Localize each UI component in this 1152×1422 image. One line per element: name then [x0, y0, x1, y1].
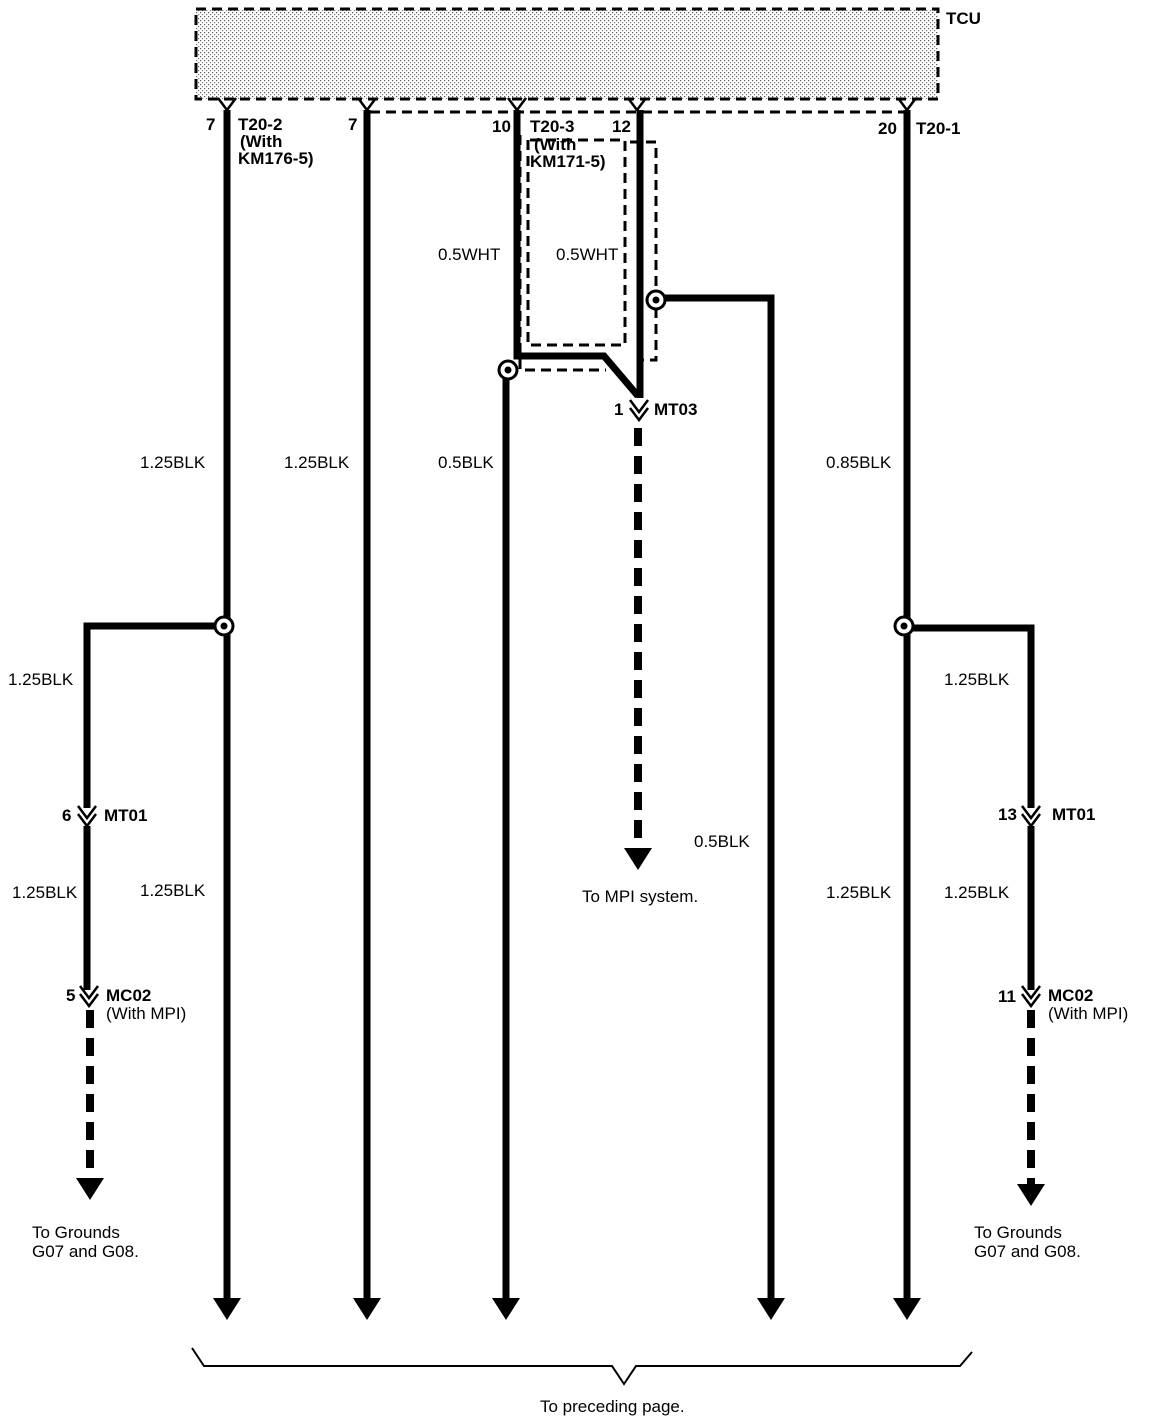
- wire-4-wht-label: 0.5WHT: [556, 245, 618, 264]
- mt01-right-symbol: [1021, 805, 1041, 829]
- t20-3-shield-box: [518, 135, 606, 372]
- t20-3-note-1: (With: [534, 135, 576, 154]
- mt01-right-pin: 13: [998, 805, 1017, 824]
- wire-3-wht-label: 0.5WHT: [438, 245, 500, 264]
- t20-2-pin7b-number: 7: [348, 115, 357, 134]
- mt01-left-name: MT01: [104, 806, 147, 825]
- tcu-label: TCU: [946, 9, 981, 28]
- splice-right-top-dot: [652, 296, 660, 304]
- grounds-left-line2: G07 and G08.: [32, 1242, 139, 1261]
- mt03-name: MT03: [654, 400, 697, 419]
- wire-2-arrow: [353, 1298, 381, 1320]
- wire-1-arrow: [213, 1298, 241, 1320]
- mc02-right-note: (With MPI): [1048, 1004, 1128, 1023]
- wire-5-label-top: 0.85BLK: [826, 453, 892, 472]
- wire-5-branch: [913, 624, 1035, 808]
- t20-3-pin-number: 10: [492, 117, 511, 136]
- mc02-right-pin: 11: [998, 987, 1016, 1006]
- mt01-left-pin: 6: [62, 806, 71, 825]
- wire-3-arrow: [492, 1298, 520, 1320]
- wire-1-branch-arrow: [76, 1178, 104, 1200]
- mt01-left-symbol: [77, 805, 97, 829]
- wire-4-branch-arrow: [757, 1298, 785, 1320]
- grounds-left-line1: To Grounds: [32, 1223, 120, 1242]
- wire-4-branch: [665, 294, 775, 1298]
- wire-5-branch-arrow: [1017, 1184, 1045, 1206]
- grounds-right-line1: To Grounds: [974, 1223, 1062, 1242]
- wire-2-label: 1.25BLK: [284, 453, 350, 472]
- wire-5-branch-lower-label: 1.25BLK: [944, 883, 1010, 902]
- tcu-box: [194, 7, 940, 101]
- mt03-pin: 1: [614, 400, 623, 419]
- t20-12-shield-box: [630, 140, 658, 362]
- t20-1-pin-number: 20: [878, 119, 897, 138]
- wire-3-blk-label: 0.5BLK: [438, 453, 494, 472]
- t20-2-note-1: (With: [240, 132, 282, 151]
- mc02-right-symbol: [1021, 985, 1041, 1009]
- t20-2-note-2: KM176-5): [238, 149, 314, 168]
- mc02-right-name: MC02: [1048, 986, 1093, 1005]
- wire-4-branch-label: 0.5BLK: [694, 832, 750, 851]
- mt03-symbol: [629, 399, 649, 423]
- mt01-right-name: MT01: [1052, 805, 1095, 824]
- wire-1-label-top: 1.25BLK: [140, 453, 206, 472]
- wire-1-branch-label: 1.25BLK: [8, 670, 74, 689]
- splice-right-dot: [900, 622, 908, 630]
- t20-3-shield-box-inner: [526, 138, 627, 347]
- mpi-destination: To MPI system.: [582, 887, 698, 906]
- wire-5-arrow: [893, 1298, 921, 1320]
- mc02-left-note: (With MPI): [106, 1004, 186, 1023]
- splice-mid-dot: [504, 366, 512, 374]
- splice-left-dot: [220, 622, 228, 630]
- t20-3-pin12-number: 12: [612, 117, 631, 136]
- grounds-right-line2: G07 and G08.: [974, 1242, 1081, 1261]
- mc02-left-name: MC02: [106, 986, 151, 1005]
- preceding-page-label: To preceding page.: [540, 1397, 685, 1416]
- wire-5-branch-label: 1.25BLK: [944, 670, 1010, 689]
- bottom-brace: [191, 1347, 973, 1386]
- wire-5-label-bottom: 1.25BLK: [826, 883, 892, 902]
- wire-1-label-bottom: 1.25BLK: [140, 881, 206, 900]
- t20-3-name: T20-3: [530, 117, 574, 136]
- mc02-left-pin: 5: [66, 986, 75, 1005]
- t20-3-note-2: KM171-5): [530, 152, 606, 171]
- wire-3-top: [513, 110, 641, 399]
- t20-1-name: T20-1: [916, 119, 960, 138]
- wire-1-branch: [83, 622, 215, 808]
- wire-4-dashed-arrow: [624, 848, 652, 870]
- mc02-left-symbol: [79, 985, 99, 1009]
- t20-2-name: T20-2: [238, 115, 282, 134]
- wire-1-branch-lower-label: 1.25BLK: [12, 883, 78, 902]
- t20-2-pin-number: 7: [206, 115, 215, 134]
